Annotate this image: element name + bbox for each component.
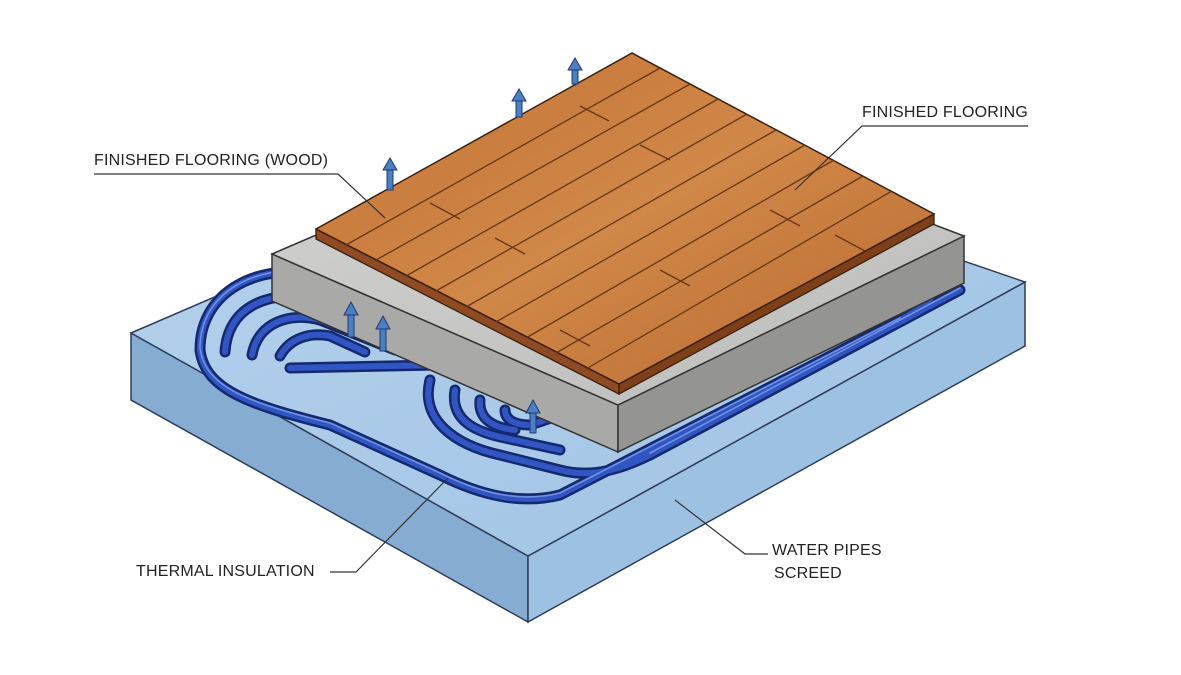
leader-line-pipes	[674, 499, 768, 555]
label-screed: SCREED	[774, 565, 842, 582]
label-thermal-insulation: THERMAL INSULATION	[136, 563, 315, 580]
wood-top-face	[314, 52, 936, 385]
heat-arrows	[343, 57, 583, 434]
heat-arrow	[375, 314, 391, 352]
leader-line-thermal	[330, 477, 449, 573]
heat-arrow	[511, 88, 527, 118]
label-water-pipes: WATER PIPES	[772, 542, 882, 559]
heat-arrow	[567, 57, 583, 85]
plank-seams	[345, 67, 893, 370]
label-finished-flooring-wood: FINISHED FLOORING (WOOD)	[94, 152, 329, 169]
heat-arrow	[343, 300, 359, 338]
heat-arrow	[382, 157, 398, 191]
leader-lines	[94, 125, 1028, 573]
wood-flooring	[314, 52, 936, 396]
leader-line-wood	[94, 173, 386, 219]
label-finished-flooring: FINISHED FLOORING	[862, 104, 1029, 121]
heat-arrow	[525, 398, 541, 434]
leader-line-finished	[794, 125, 1028, 191]
